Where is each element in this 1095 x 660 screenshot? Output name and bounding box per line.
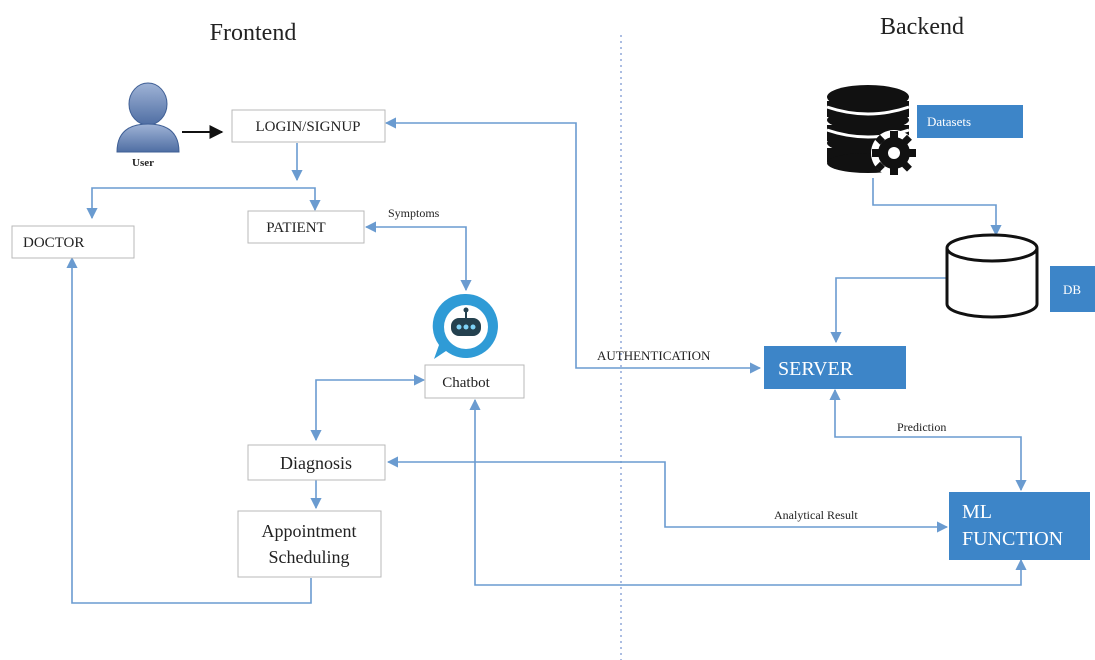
prediction-label: Prediction [897,420,946,434]
db-box: DB [1050,266,1095,312]
datasets-label: Datasets [927,114,971,129]
login-signup-box: LOGIN/SIGNUP [231,109,386,143]
robot-chat-bubble-icon [432,293,498,359]
login-signup-label: LOGIN/SIGNUP [256,119,361,135]
patient-box: PATIENT [247,210,365,244]
diagnosis-label: Diagnosis [280,453,352,473]
doctor-box: DOCTOR [11,225,135,259]
authentication-label: AUTHENTICATION [597,348,711,363]
ml-label-line1: ML [962,501,992,523]
edge-analytical [386,456,949,533]
doctor-label: DOCTOR [23,235,84,251]
edge-prediction [829,388,1027,492]
diagnosis-box: Diagnosis [247,444,386,481]
ml-function-box: ML FUNCTION [949,492,1090,560]
symptoms-label: Symptoms [388,206,440,220]
user-avatar-icon [116,82,180,153]
edge-appointment-doctor [66,256,312,604]
user-label: User [132,157,154,169]
appointment-label-line1: Appointment [262,521,357,541]
edge-db-server [830,277,950,344]
chatbot-label: Chatbot [442,375,490,391]
edge-datasets-db [872,178,1002,237]
edge-chatbot-diagnosis [310,374,426,442]
connectors [66,117,1027,604]
edge-branch-patient [297,187,321,212]
appointment-scheduling-box: Appointment Scheduling [237,510,382,578]
edge-branch-doctor [86,187,297,220]
edge-auth [384,117,762,374]
backend-title: Backend [880,14,964,40]
server-label: SERVER [778,358,854,380]
chatbot-box: Chatbot [424,364,525,399]
frontend-title: Frontend [210,20,297,46]
patient-label: PATIENT [266,220,325,236]
appointment-label-line2: Scheduling [269,547,350,567]
server-box: SERVER [764,346,906,389]
database-cylinder-icon [945,233,1039,319]
database-gear-icon [826,85,917,176]
edge-patient-chatbot [364,221,472,292]
ml-label-line2: FUNCTION [962,528,1063,550]
datasets-box: Datasets [917,105,1023,138]
analytical-result-label: Analytical Result [774,508,858,522]
db-label: DB [1063,282,1081,297]
